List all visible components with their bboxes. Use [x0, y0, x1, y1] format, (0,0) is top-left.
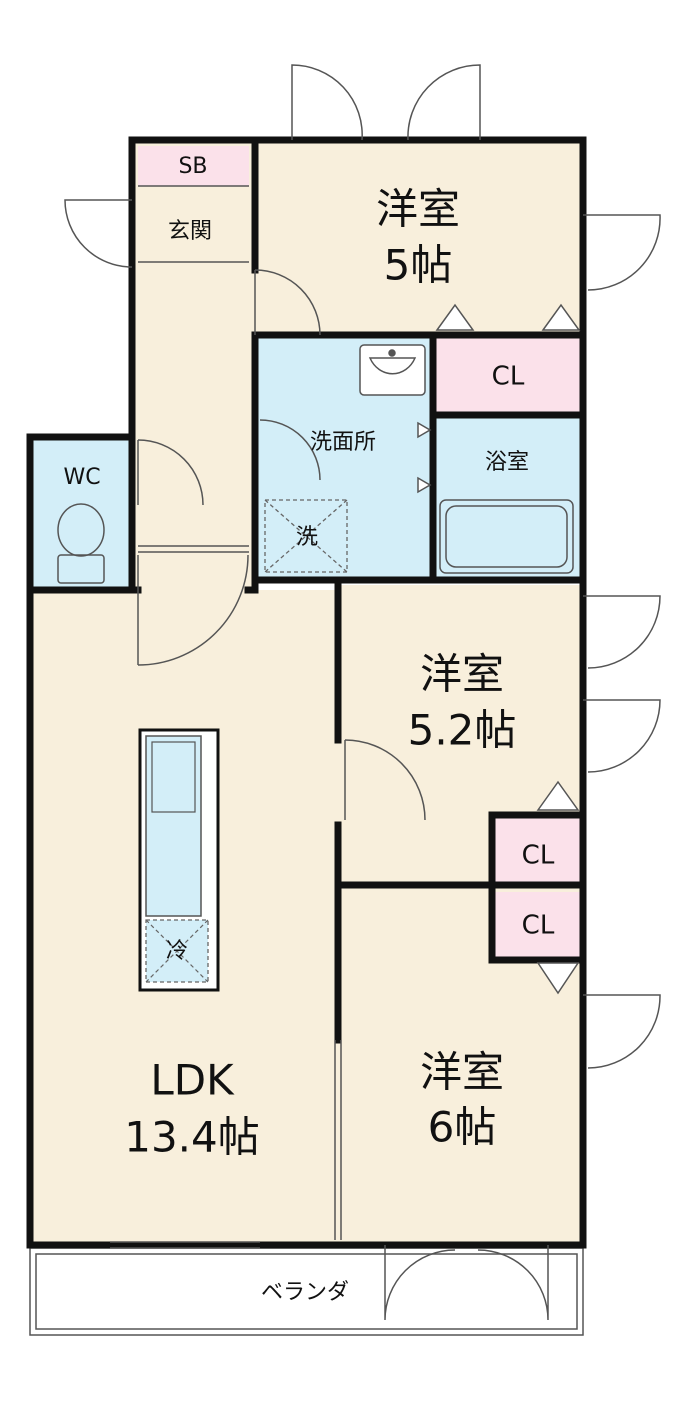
closet-1-floor	[433, 335, 583, 415]
western2-size: 5.2帖	[408, 706, 517, 755]
room-fills	[30, 140, 583, 1245]
doors	[64, 64, 661, 1321]
western3-name: 洋室	[420, 1048, 504, 1097]
wc-label: WC	[63, 465, 100, 490]
closet-markers	[417, 303, 581, 995]
bath-floor	[433, 415, 583, 580]
room-labels: SB 玄関 洋室 5帖 CL 洗面所 浴室 洗 WC 洋室 5.2帖 CL CL…	[63, 154, 554, 1305]
thin-lines	[110, 185, 342, 1249]
closet-3-floor	[492, 892, 583, 957]
western-room-5-floor	[255, 140, 583, 335]
ldk-size: 13.4帖	[124, 1113, 260, 1162]
wc-floor	[30, 440, 132, 590]
toilet-icon	[57, 503, 105, 584]
veranda-label: ベランダ	[261, 1280, 349, 1305]
closet2-label: CL	[522, 841, 555, 871]
washroom-label: 洗面所	[310, 430, 376, 455]
closet3-label: CL	[522, 911, 555, 941]
bath-label: 浴室	[485, 450, 529, 475]
western2-name: 洋室	[420, 650, 504, 699]
western1-size: 5帖	[384, 241, 453, 290]
sink-icon	[359, 344, 426, 396]
western3-size: 6帖	[428, 1103, 497, 1152]
walls	[26, 136, 587, 1249]
closet1-label: CL	[492, 362, 525, 392]
sb-label: SB	[178, 154, 207, 179]
kitchen-counter	[138, 728, 220, 992]
sb-floor	[138, 146, 249, 186]
western1-name: 洋室	[376, 185, 460, 234]
washer-label: 洗	[296, 525, 318, 550]
entrance-floor	[132, 140, 255, 590]
fridge-label: 冷	[166, 939, 188, 964]
ldk-name: LDK	[150, 1056, 235, 1105]
entrance-label: 玄関	[168, 219, 212, 244]
bathtub-icon	[439, 499, 574, 574]
closet-2-floor	[492, 815, 583, 885]
